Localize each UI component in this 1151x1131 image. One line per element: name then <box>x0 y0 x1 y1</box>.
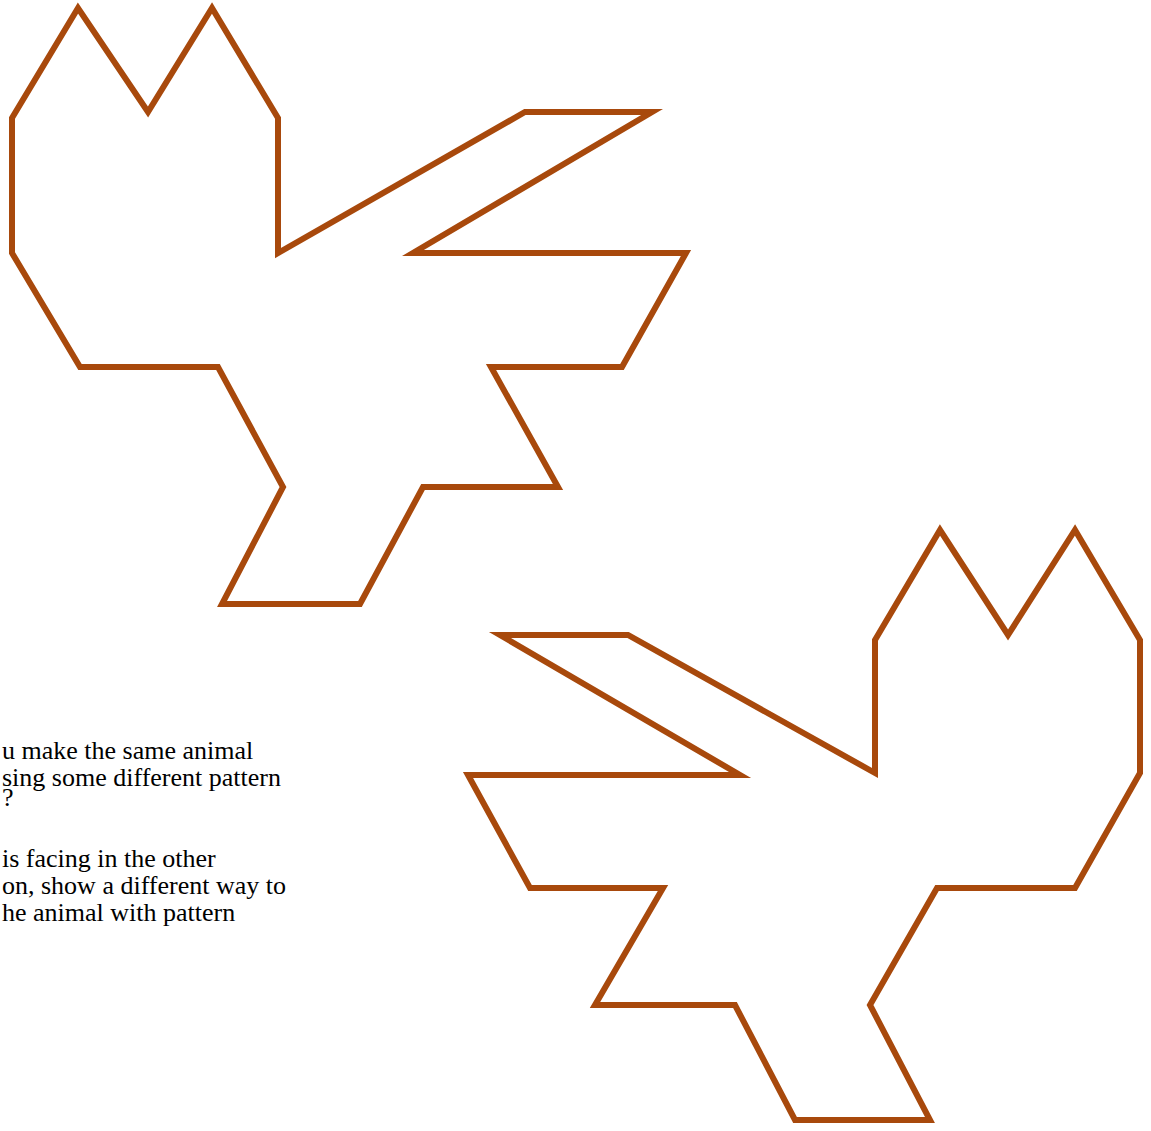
prompt-text: ? <box>2 784 14 811</box>
prompt-text: u make the same animal <box>2 737 253 764</box>
mirrored-animal-outline <box>468 530 1140 1120</box>
prompt-text: is facing in the other <box>2 845 216 872</box>
prompt-text: on, show a different way to <box>2 872 286 899</box>
animal-outline <box>12 8 686 604</box>
prompt-text: he animal with pattern <box>2 899 235 926</box>
prompt-text: sing some different pattern <box>2 764 281 791</box>
